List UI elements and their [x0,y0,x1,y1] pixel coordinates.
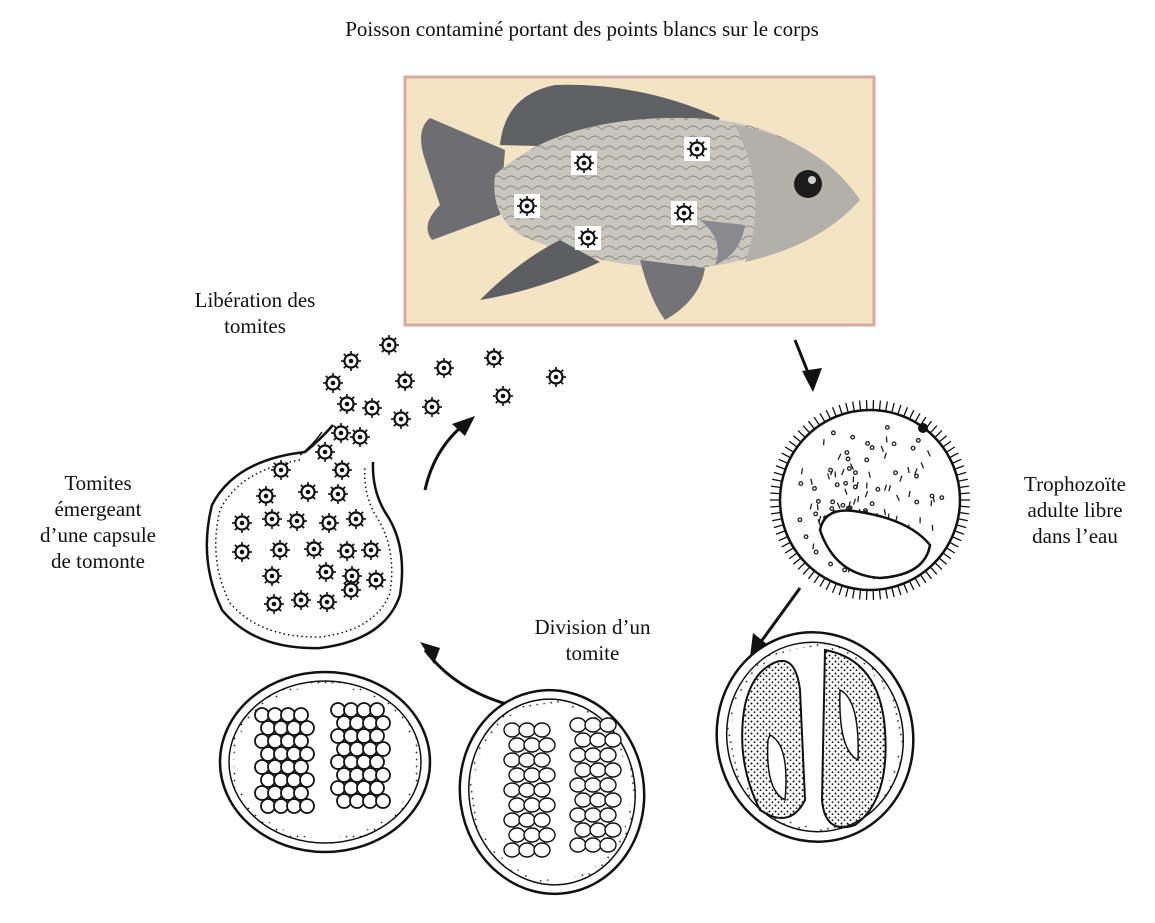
tomite-icon [316,562,336,582]
tomite-icon [395,371,415,391]
white-spot-icon [517,196,537,216]
tomite-icon [232,542,252,562]
tomite-icon [422,397,442,417]
tomite-icon [328,484,348,504]
tomite-icon [298,482,318,502]
released-tomites [232,335,566,614]
tomite-icon [341,580,361,600]
tomont-capsule [207,425,402,648]
tomite-icon [291,590,311,610]
tomite-icon [546,367,566,387]
mature-tomont [220,672,430,852]
tomite-icon [366,570,386,590]
tomont-cyst [697,614,932,860]
tomite-icon [341,351,361,371]
tomite-icon [262,566,282,586]
tomite-icon [332,460,352,480]
tomite-icon [337,541,357,561]
tomite-icon [362,398,382,418]
tomite-icon [262,509,282,529]
tomite-icon [323,373,343,393]
white-spot-icon [574,153,594,173]
tomite-icon [346,509,366,529]
tomite-icon [232,513,252,533]
tomite-icon [484,348,504,368]
tomite-icon [379,335,399,355]
tomite-icon [493,386,513,406]
tomite-icon [315,442,335,462]
tomite-icon [391,409,411,429]
tomite-icon [434,358,454,378]
tomite-icon [350,427,370,447]
tomite-icon [337,394,357,414]
tomite-icon [256,486,276,506]
tomite-icon [287,511,307,531]
tomite-icon [361,540,381,560]
tomite-icon [331,423,351,443]
tomite-icon [264,594,284,614]
white-spot-icon [578,228,598,248]
dividing-tomont [447,678,658,906]
tomite-icon [304,539,324,559]
tomite-icon [271,460,291,480]
trophozoite-cell [770,400,970,600]
tomite-icon [317,592,337,612]
infected-fish-image [405,77,874,325]
tomite-icon [319,513,339,533]
tomite-icon [270,540,290,560]
white-spot-icon [687,139,707,159]
white-spot-icon [674,203,694,223]
